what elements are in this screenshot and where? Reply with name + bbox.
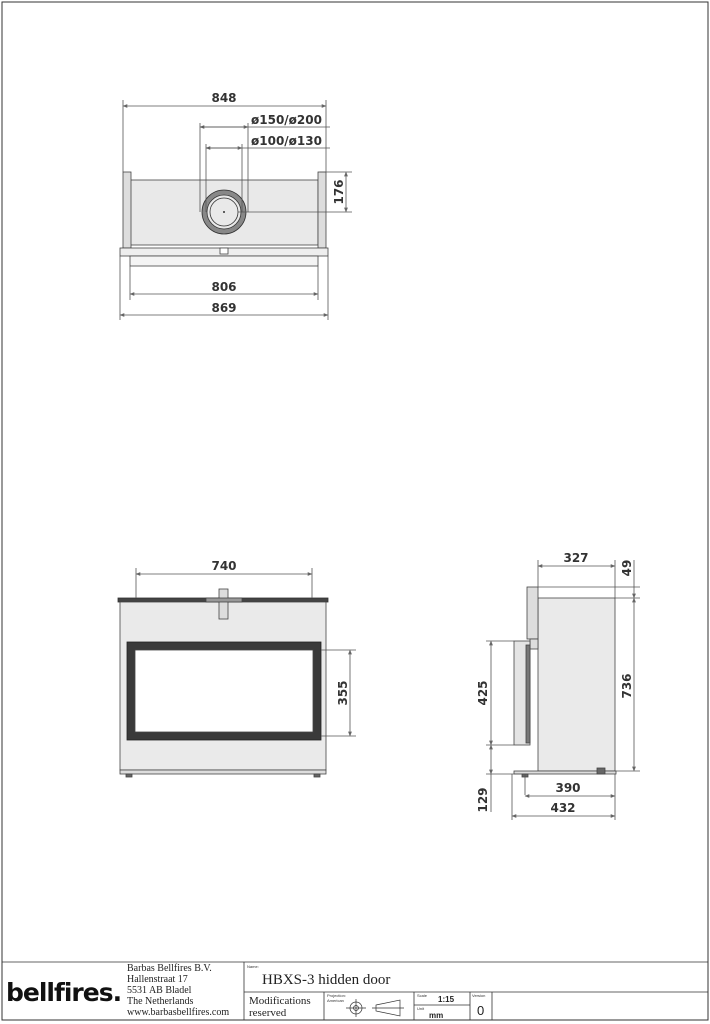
dim-label-49: 49 — [620, 560, 634, 577]
dim-label-176: 176 — [332, 179, 346, 204]
modifications-line-1: Modifications — [249, 995, 311, 1007]
front-view-base — [119, 769, 327, 775]
top-view-left-post — [122, 171, 132, 249]
dim-label-736: 736 — [620, 673, 634, 698]
version-value: 0 — [477, 1003, 484, 1018]
dim-label-390: 390 — [555, 781, 580, 795]
dim-label-327: 327 — [563, 551, 588, 565]
dim-label-740: 740 — [211, 559, 236, 573]
scale-label: Scale — [417, 993, 428, 998]
dim-label-806: 806 — [211, 280, 236, 294]
front-view — [117, 568, 356, 778]
top-view-right-post — [317, 171, 327, 249]
top-view-front-plate — [129, 255, 319, 267]
side-view-base — [513, 770, 617, 775]
side-view-foot-right — [596, 767, 606, 775]
side-view-flue — [526, 586, 539, 640]
side-view-upper-front — [529, 638, 539, 650]
dim-label-flue-inner: ø100/ø130 — [251, 134, 322, 148]
side-view-body — [537, 597, 616, 772]
title-block — [2, 961, 708, 1020]
name-label: Name: — [247, 964, 259, 969]
modifications-line-2: reserved — [249, 1007, 287, 1019]
side-view — [486, 560, 640, 820]
company-country: The Netherlands — [127, 996, 193, 1007]
company-website: www.barbasbellfires.com — [127, 1007, 229, 1018]
projection-label-1: Projection: — [327, 993, 346, 998]
projection-symbol-icon — [346, 999, 404, 1017]
dim-label-355: 355 — [336, 680, 350, 705]
unit-label: Unit — [417, 1006, 425, 1011]
projection-label-2: American — [327, 998, 344, 1003]
dim-label-432: 432 — [550, 801, 575, 815]
side-view-door-edge — [525, 644, 531, 744]
front-view-foot-right — [313, 773, 321, 778]
dim-label-425: 425 — [476, 680, 490, 705]
top-view-clip — [219, 247, 229, 255]
drawing-name: HBXS-3 hidden door — [262, 972, 390, 988]
scale-value: 1:15 — [438, 995, 455, 1004]
bellfires-logo: bellfires. — [6, 978, 121, 1007]
front-view-flue-cap — [205, 597, 243, 603]
front-view-foot-left — [125, 773, 133, 778]
top-view — [119, 100, 352, 320]
company-name: Barbas Bellfires B.V. — [127, 963, 212, 974]
unit-value: mm — [429, 1011, 443, 1020]
front-view-glass — [134, 649, 314, 733]
dim-label-848: 848 — [211, 91, 236, 105]
dim-label-129: 129 — [476, 787, 490, 812]
front-view-flue — [218, 588, 229, 620]
dim-label-869: 869 — [211, 301, 236, 315]
flue-center-dot — [223, 211, 225, 213]
company-postal: 5531 AB Bladel — [127, 985, 192, 996]
version-label: Version — [472, 993, 485, 998]
company-street: Hallenstraat 17 — [127, 974, 188, 985]
dim-label-flue-outer: ø150/ø200 — [251, 113, 322, 127]
